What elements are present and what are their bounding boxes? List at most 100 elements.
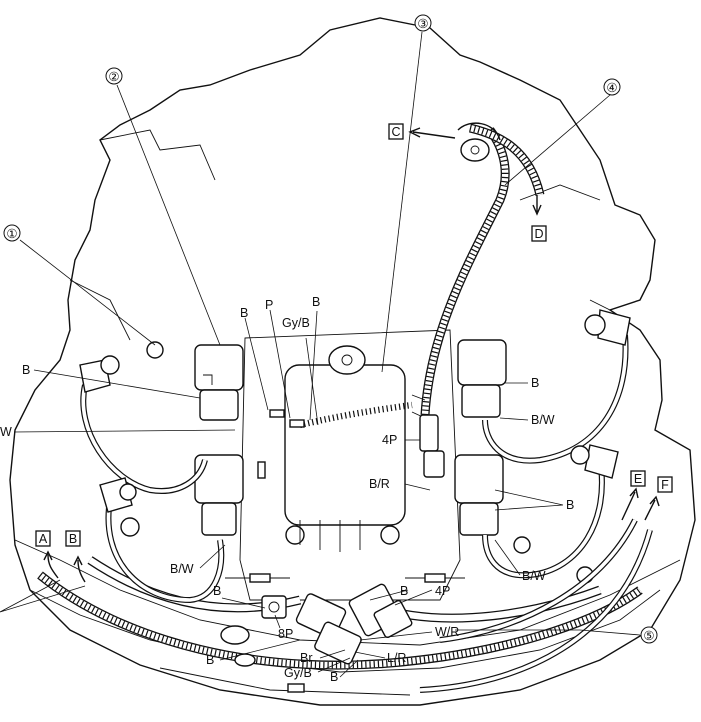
- plug-cable-left-upper: [80, 384, 208, 494]
- leader-br-bottom: [319, 649, 346, 659]
- leader-2: [116, 84, 221, 346]
- leader-wr: [359, 631, 433, 641]
- top-clamp: [460, 138, 490, 162]
- ignition-coil-lower-left: [194, 454, 244, 536]
- leader-b-bottom-left: [219, 639, 301, 661]
- plug-cable-right-lower-inner: [483, 459, 604, 577]
- box-label-a-text: A: [39, 532, 48, 546]
- ignition-coil-upper-right: [457, 339, 507, 418]
- ignition-coil-upper-left: [194, 344, 244, 421]
- coupler-p-1: [269, 409, 285, 418]
- box-label-b: B: [65, 530, 81, 547]
- arrow-d: [532, 195, 542, 216]
- leader-w-edge: [0, 579, 86, 613]
- box-label-d-text: D: [534, 227, 543, 241]
- leader-b-top-mid: [309, 310, 318, 421]
- engine-inner-contour: [14, 129, 681, 646]
- box-label-e-text: E: [634, 472, 642, 486]
- cdi-mount-left: [285, 525, 305, 545]
- label-b-right-upper: B: [531, 376, 539, 390]
- leader-bw-right-lower: [494, 539, 521, 576]
- leader-8p: [274, 614, 281, 629]
- label-4p-right: 4P: [382, 433, 397, 447]
- leader-gyb-bottom: [317, 657, 351, 673]
- top-clamp-loop: [457, 122, 501, 141]
- leader-lr-bottom: [354, 651, 386, 659]
- leader-5: [455, 629, 641, 636]
- callout-2: ②: [105, 67, 123, 85]
- label-p-top: P: [265, 298, 273, 312]
- label-gyb-top: Gy/B: [282, 316, 310, 330]
- callout-1: ①: [3, 224, 21, 242]
- main-harness-hatch: [37, 572, 642, 669]
- leader-p: [269, 309, 291, 419]
- leader-w-left: [13, 429, 236, 433]
- cdi-bracket: [239, 329, 461, 601]
- label-bw-right: B/W: [531, 413, 555, 427]
- label-bw-right-lower: B/W: [522, 569, 546, 583]
- ignition-coil-lower-right: [454, 454, 504, 536]
- label-bw-left-lower: B/W: [170, 562, 194, 576]
- label-b-lower-left: B: [213, 584, 221, 598]
- label-br-bottom: Br: [300, 651, 313, 665]
- arrow-b: [73, 555, 86, 583]
- label-w-left-edge: W: [0, 425, 12, 439]
- connector-multi-lower: [295, 593, 362, 665]
- bolt-left-mid: [120, 517, 140, 537]
- callout-3-text: ③: [417, 17, 428, 31]
- leader-b-lower-mid: [369, 589, 409, 601]
- harness-to-top-hatch: [421, 128, 509, 416]
- leader-1: [19, 239, 156, 346]
- cdi-mount-top: [328, 345, 366, 375]
- bolt-left-top: [146, 341, 164, 359]
- box-label-e: E: [630, 470, 646, 487]
- label-b-bottom: B: [330, 670, 338, 684]
- box-label-d: D: [531, 225, 547, 242]
- cdi-mount-right: [380, 525, 400, 545]
- label-b-lower-mid: B: [400, 584, 408, 598]
- label-8p: 8P: [278, 627, 293, 641]
- connector-4p-lower: [348, 583, 413, 639]
- arrow-a: [43, 550, 59, 579]
- lower-cover-line: [29, 589, 661, 673]
- connector-4p-right: [419, 414, 445, 478]
- label-b-left: B: [22, 363, 30, 377]
- callout-5: ⑤: [640, 626, 658, 644]
- box-label-a: A: [35, 530, 51, 547]
- leader-bw-left-lower: [199, 544, 226, 569]
- leader-4: [504, 94, 611, 186]
- coupler-mid-right: [424, 573, 446, 583]
- coupler-p-2: [289, 419, 305, 428]
- label-4p-lower: 4P: [435, 584, 450, 598]
- wire-to-e-inner: [439, 519, 637, 642]
- label-gyb-bottom: Gy/B: [284, 666, 312, 680]
- label-wr: W/R: [435, 625, 459, 639]
- callout-5-text: ⑤: [643, 629, 654, 643]
- leader-3: [381, 31, 423, 373]
- label-br-right: B/R: [369, 477, 390, 491]
- plug-cable-left-upper-inner: [81, 384, 207, 493]
- leader-bw-right: [499, 417, 529, 421]
- label-b-bottom-left: B: [206, 653, 214, 667]
- label-b-top-mid: B: [312, 295, 320, 309]
- leader-b-bottom: [339, 659, 359, 678]
- leader-b-left: [33, 369, 201, 399]
- leader-4p-lower: [394, 589, 433, 606]
- callout-2-text: ②: [108, 70, 119, 84]
- cdi-grooves: [299, 520, 361, 552]
- bolt-right-lower: [513, 536, 531, 554]
- box-label-c: C: [388, 123, 404, 140]
- arrow-c: [408, 127, 456, 139]
- callout-3: ③: [414, 14, 432, 32]
- cdi-mount-top-bolt: [341, 354, 353, 366]
- coupler-mid-left: [249, 573, 271, 583]
- arrow-f: [644, 495, 660, 521]
- label-b-top-left: B: [240, 306, 248, 320]
- arrow-e: [621, 487, 639, 521]
- connector-8p: [261, 595, 287, 619]
- callout-4: ④: [603, 78, 621, 96]
- engine-outline: [9, 17, 696, 706]
- coupler-left-vert: [257, 461, 266, 479]
- plug-cable-right-upper-inner: [483, 334, 628, 463]
